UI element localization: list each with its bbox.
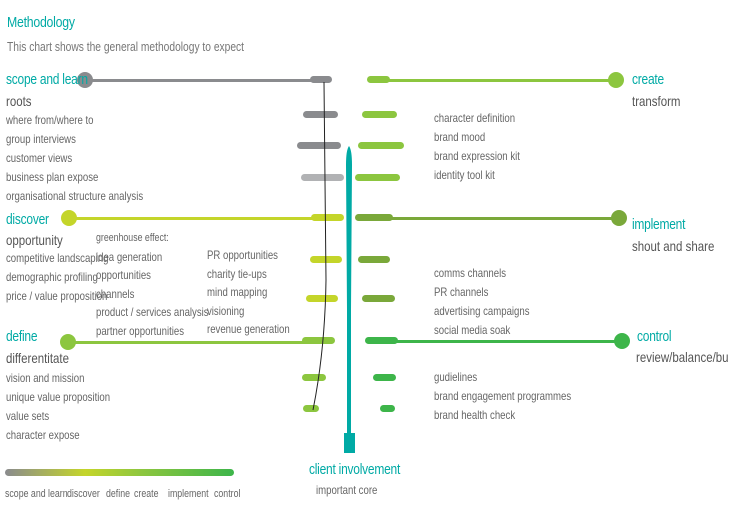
control-items: gudielines brand engagement programmes b…: [434, 368, 571, 425]
list-item: demographic profiling: [6, 270, 98, 284]
bar: [297, 142, 341, 149]
legend-implement: implement: [168, 488, 209, 500]
list-item: greenhouse effect:: [96, 232, 169, 244]
scope-sub: roots: [6, 93, 32, 109]
greenhouse-items: greenhouse effect: idea generation oppor…: [96, 229, 209, 340]
list-item: business plan expose: [6, 170, 99, 184]
list-item: vision and mission: [6, 371, 85, 385]
legend-create: create: [134, 488, 159, 500]
list-item: where from/where to: [6, 113, 94, 127]
scope-dot: [77, 72, 93, 88]
legend-control: control: [214, 488, 241, 500]
bar: [302, 337, 335, 344]
bar: [355, 174, 400, 181]
bar: [380, 405, 395, 412]
list-item: visioning: [207, 303, 245, 318]
discover-items: competitive landscaping demographic prof…: [6, 249, 108, 306]
control-label: control: [637, 328, 672, 345]
subtitle: This chart shows the general methodology…: [7, 40, 245, 54]
implement-label: implement: [632, 216, 686, 233]
list-item: character expose: [6, 428, 80, 442]
list-item: gudielines: [434, 370, 478, 384]
list-item: price / value proposition: [6, 289, 108, 303]
list-item: social media soak: [434, 323, 511, 337]
create-items: character definition brand mood brand ex…: [434, 109, 520, 185]
implement-dot: [611, 210, 627, 226]
legend-gradient: [5, 469, 234, 476]
legend-discover: discover: [67, 488, 100, 500]
legend-scope: scope and learn: [5, 488, 68, 500]
list-item: value sets: [6, 409, 50, 423]
bar: [355, 214, 393, 221]
bar: [358, 142, 404, 149]
pr-items: PR opportunities charity tie-ups mind ma…: [207, 246, 290, 339]
list-item: channels: [96, 286, 135, 301]
list-item: advertising campaigns: [434, 304, 530, 318]
list-item: customer views: [6, 151, 73, 165]
discover-line: [70, 217, 315, 220]
bar: [365, 337, 398, 344]
bar: [303, 405, 319, 412]
list-item: partner opportunities: [96, 323, 185, 338]
list-item: charity tie-ups: [207, 266, 267, 281]
control-line: [395, 340, 625, 343]
control-dot: [614, 333, 630, 349]
core-label: client involvement: [309, 461, 401, 478]
create-sub: transform: [632, 93, 681, 109]
implement-line: [390, 217, 622, 220]
core-base: [344, 433, 355, 453]
list-item: PR opportunities: [207, 248, 278, 262]
define-label: define: [6, 328, 38, 345]
bar: [362, 295, 395, 302]
bar: [358, 256, 390, 263]
list-item: character definition: [434, 111, 516, 125]
core-sub: important core: [316, 483, 378, 497]
list-item: brand mood: [434, 130, 486, 144]
list-item: organisational structure analysis: [6, 189, 144, 203]
legend-define: define: [106, 488, 130, 500]
scope-line: [85, 79, 315, 82]
implement-sub: shout and share: [632, 238, 715, 254]
bar: [373, 374, 396, 381]
list-item: brand expression kit: [434, 149, 520, 163]
scope-items: where from/where to group interviews cus…: [6, 111, 143, 206]
discover-sub: opportunity: [6, 232, 63, 248]
define-dot: [60, 334, 76, 350]
page-title: Methodology: [7, 14, 75, 31]
list-item: brand health check: [434, 408, 516, 422]
bar: [301, 174, 344, 181]
bar: [311, 214, 344, 221]
list-item: idea generation: [96, 249, 163, 264]
list-item: competitive landscaping: [6, 251, 109, 265]
bar: [362, 111, 397, 118]
bar: [310, 76, 332, 83]
define-line: [70, 341, 310, 344]
list-item: mind mapping: [207, 285, 268, 299]
implement-items: comms channels PR channels advertising c…: [434, 264, 530, 340]
list-item: comms channels: [434, 266, 507, 280]
list-item: unique value proposition: [6, 390, 111, 404]
list-item: group interviews: [6, 132, 76, 146]
list-item: product / services analysis: [96, 305, 209, 319]
bar: [303, 111, 338, 118]
client-curve: [312, 81, 327, 411]
bar: [302, 374, 326, 381]
list-item: revenue generation: [207, 322, 290, 336]
scope-label: scope and learn: [6, 71, 88, 88]
control-sub: review/balance/build: [636, 349, 729, 365]
discover-dot: [61, 210, 77, 226]
list-item: PR channels: [434, 285, 489, 299]
bar: [306, 295, 338, 302]
define-sub: differentitate: [6, 350, 69, 366]
list-item: brand engagement programmes: [434, 389, 572, 403]
create-line: [385, 79, 620, 82]
list-item: opportunities: [96, 268, 151, 282]
bar: [367, 76, 390, 83]
create-label: create: [632, 71, 664, 88]
define-items: vision and mission unique value proposit…: [6, 369, 110, 445]
list-item: identity tool kit: [434, 168, 495, 182]
create-dot: [608, 72, 624, 88]
discover-label: discover: [6, 211, 49, 228]
core-spine: [346, 146, 352, 435]
